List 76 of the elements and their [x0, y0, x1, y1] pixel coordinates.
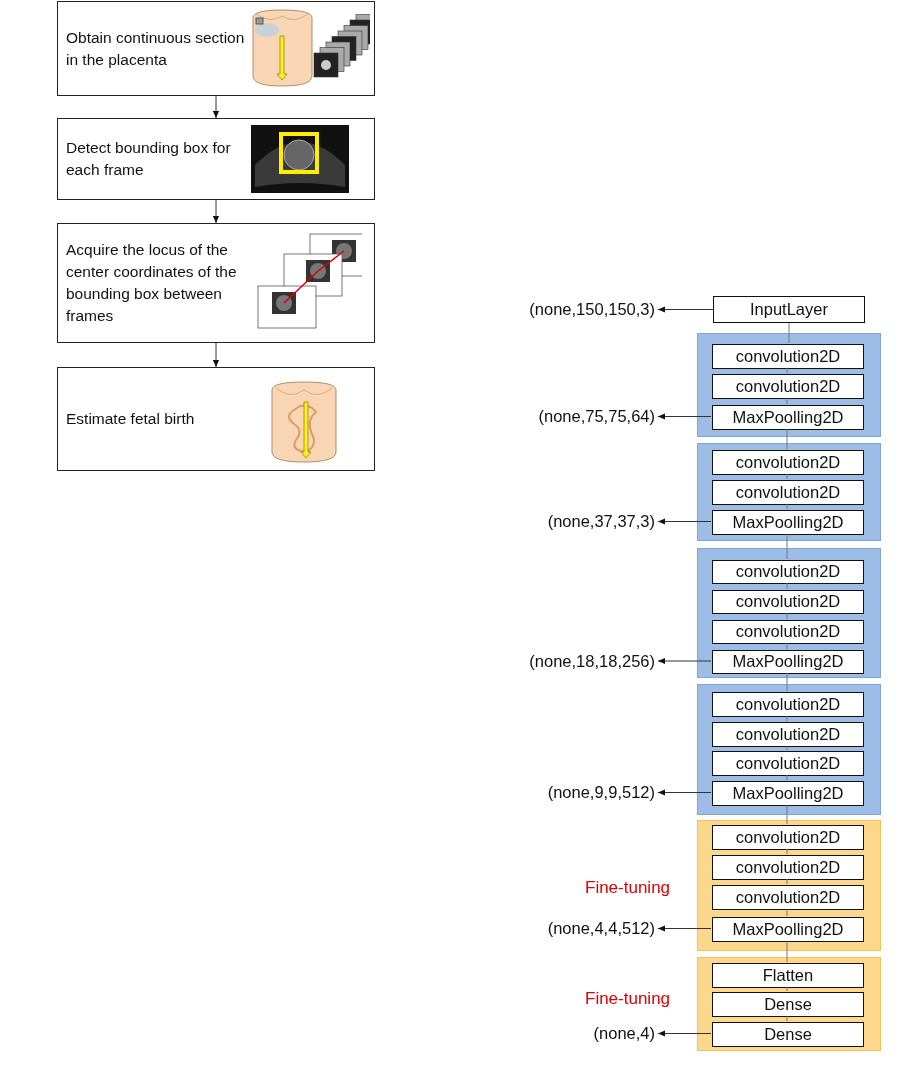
layer-box: InputLayer	[713, 296, 865, 323]
connector-line	[786, 986, 788, 992]
layer-box: convolution2D	[712, 620, 864, 644]
arrow	[657, 518, 712, 525]
layer-box: MaxPoolling2D	[712, 650, 864, 674]
arrow	[657, 657, 712, 665]
layer-box: convolution2D	[712, 590, 864, 614]
layer-box: MaxPoolling2D	[712, 510, 864, 535]
connector-line	[786, 745, 788, 751]
connector-line	[786, 878, 788, 885]
arrow	[212, 342, 220, 368]
output-shape-label: (none,9,9,512)	[480, 780, 655, 805]
output-shape-label: (none,150,150,3)	[480, 296, 655, 323]
layer-box: convolution2D	[712, 855, 864, 880]
arrow	[657, 789, 712, 796]
arrow	[212, 199, 220, 224]
connector-line	[786, 473, 788, 480]
connector-line	[788, 322, 790, 344]
connector-line	[786, 804, 788, 825]
process-box	[57, 223, 375, 343]
output-shape-label: (none,75,75,64)	[480, 404, 655, 429]
layer-box: convolution2D	[712, 692, 864, 717]
layer-box: convolution2D	[712, 480, 864, 505]
connector-line	[786, 428, 788, 450]
connector-line	[786, 715, 788, 722]
step-text: Obtain continuous section in the placenta	[66, 27, 246, 70]
layer-box: convolution2D	[712, 450, 864, 475]
layer-box: convolution2D	[712, 344, 864, 369]
group-band	[697, 820, 881, 951]
connector-line	[786, 1015, 788, 1022]
group-band	[697, 684, 881, 815]
connector-line	[786, 582, 788, 590]
arrow	[657, 1030, 712, 1037]
layer-box: convolution2D	[712, 374, 864, 399]
arrow	[657, 306, 714, 313]
group-band	[697, 548, 881, 678]
layer-box: MaxPoolling2D	[712, 781, 864, 806]
layer-box: Dense	[712, 992, 864, 1017]
layer-box: convolution2D	[712, 560, 864, 584]
layer-box: MaxPoolling2D	[712, 917, 864, 942]
group-band	[697, 443, 881, 541]
step-text: Acquire the locus of the center coordinates of the bounding box between frames	[66, 240, 238, 326]
group-band	[697, 957, 881, 1051]
layer-box: Flatten	[712, 963, 864, 988]
connector-line	[786, 533, 788, 560]
connector-line	[786, 367, 788, 374]
layer-box: MaxPoolling2D	[712, 405, 864, 430]
layer-box: convolution2D	[712, 825, 864, 850]
step-text: Detect bounding box for each frame	[66, 138, 232, 180]
arrow	[657, 925, 712, 932]
group-band	[697, 333, 881, 437]
output-shape-label: (none,18,18,256)	[480, 649, 655, 673]
step-text: Estimate fetal birth	[66, 409, 196, 429]
connector-line	[786, 672, 788, 692]
connector-line	[786, 397, 788, 405]
connector-line	[786, 774, 788, 781]
connector-line	[786, 940, 788, 963]
connector-line	[786, 503, 788, 510]
layer-box: convolution2D	[712, 751, 864, 776]
annotation-text: Fine-tuning	[585, 989, 671, 1009]
annotation-text: Fine-tuning	[585, 878, 671, 898]
process-box	[57, 118, 375, 200]
arrow	[657, 413, 712, 420]
layer-box: convolution2D	[712, 885, 864, 910]
connector-line	[786, 908, 788, 917]
output-shape-label: (none,4)	[480, 1021, 655, 1046]
process-box	[57, 1, 375, 96]
arrow	[212, 95, 220, 119]
layer-box: Dense	[712, 1022, 864, 1047]
output-shape-label: (none,37,37,3)	[480, 509, 655, 534]
connector-line	[786, 612, 788, 620]
process-box	[57, 367, 375, 471]
output-shape-label: (none,4,4,512)	[480, 916, 655, 941]
connector-line	[786, 848, 788, 855]
layer-box: convolution2D	[712, 722, 864, 747]
connector-line	[786, 642, 788, 650]
